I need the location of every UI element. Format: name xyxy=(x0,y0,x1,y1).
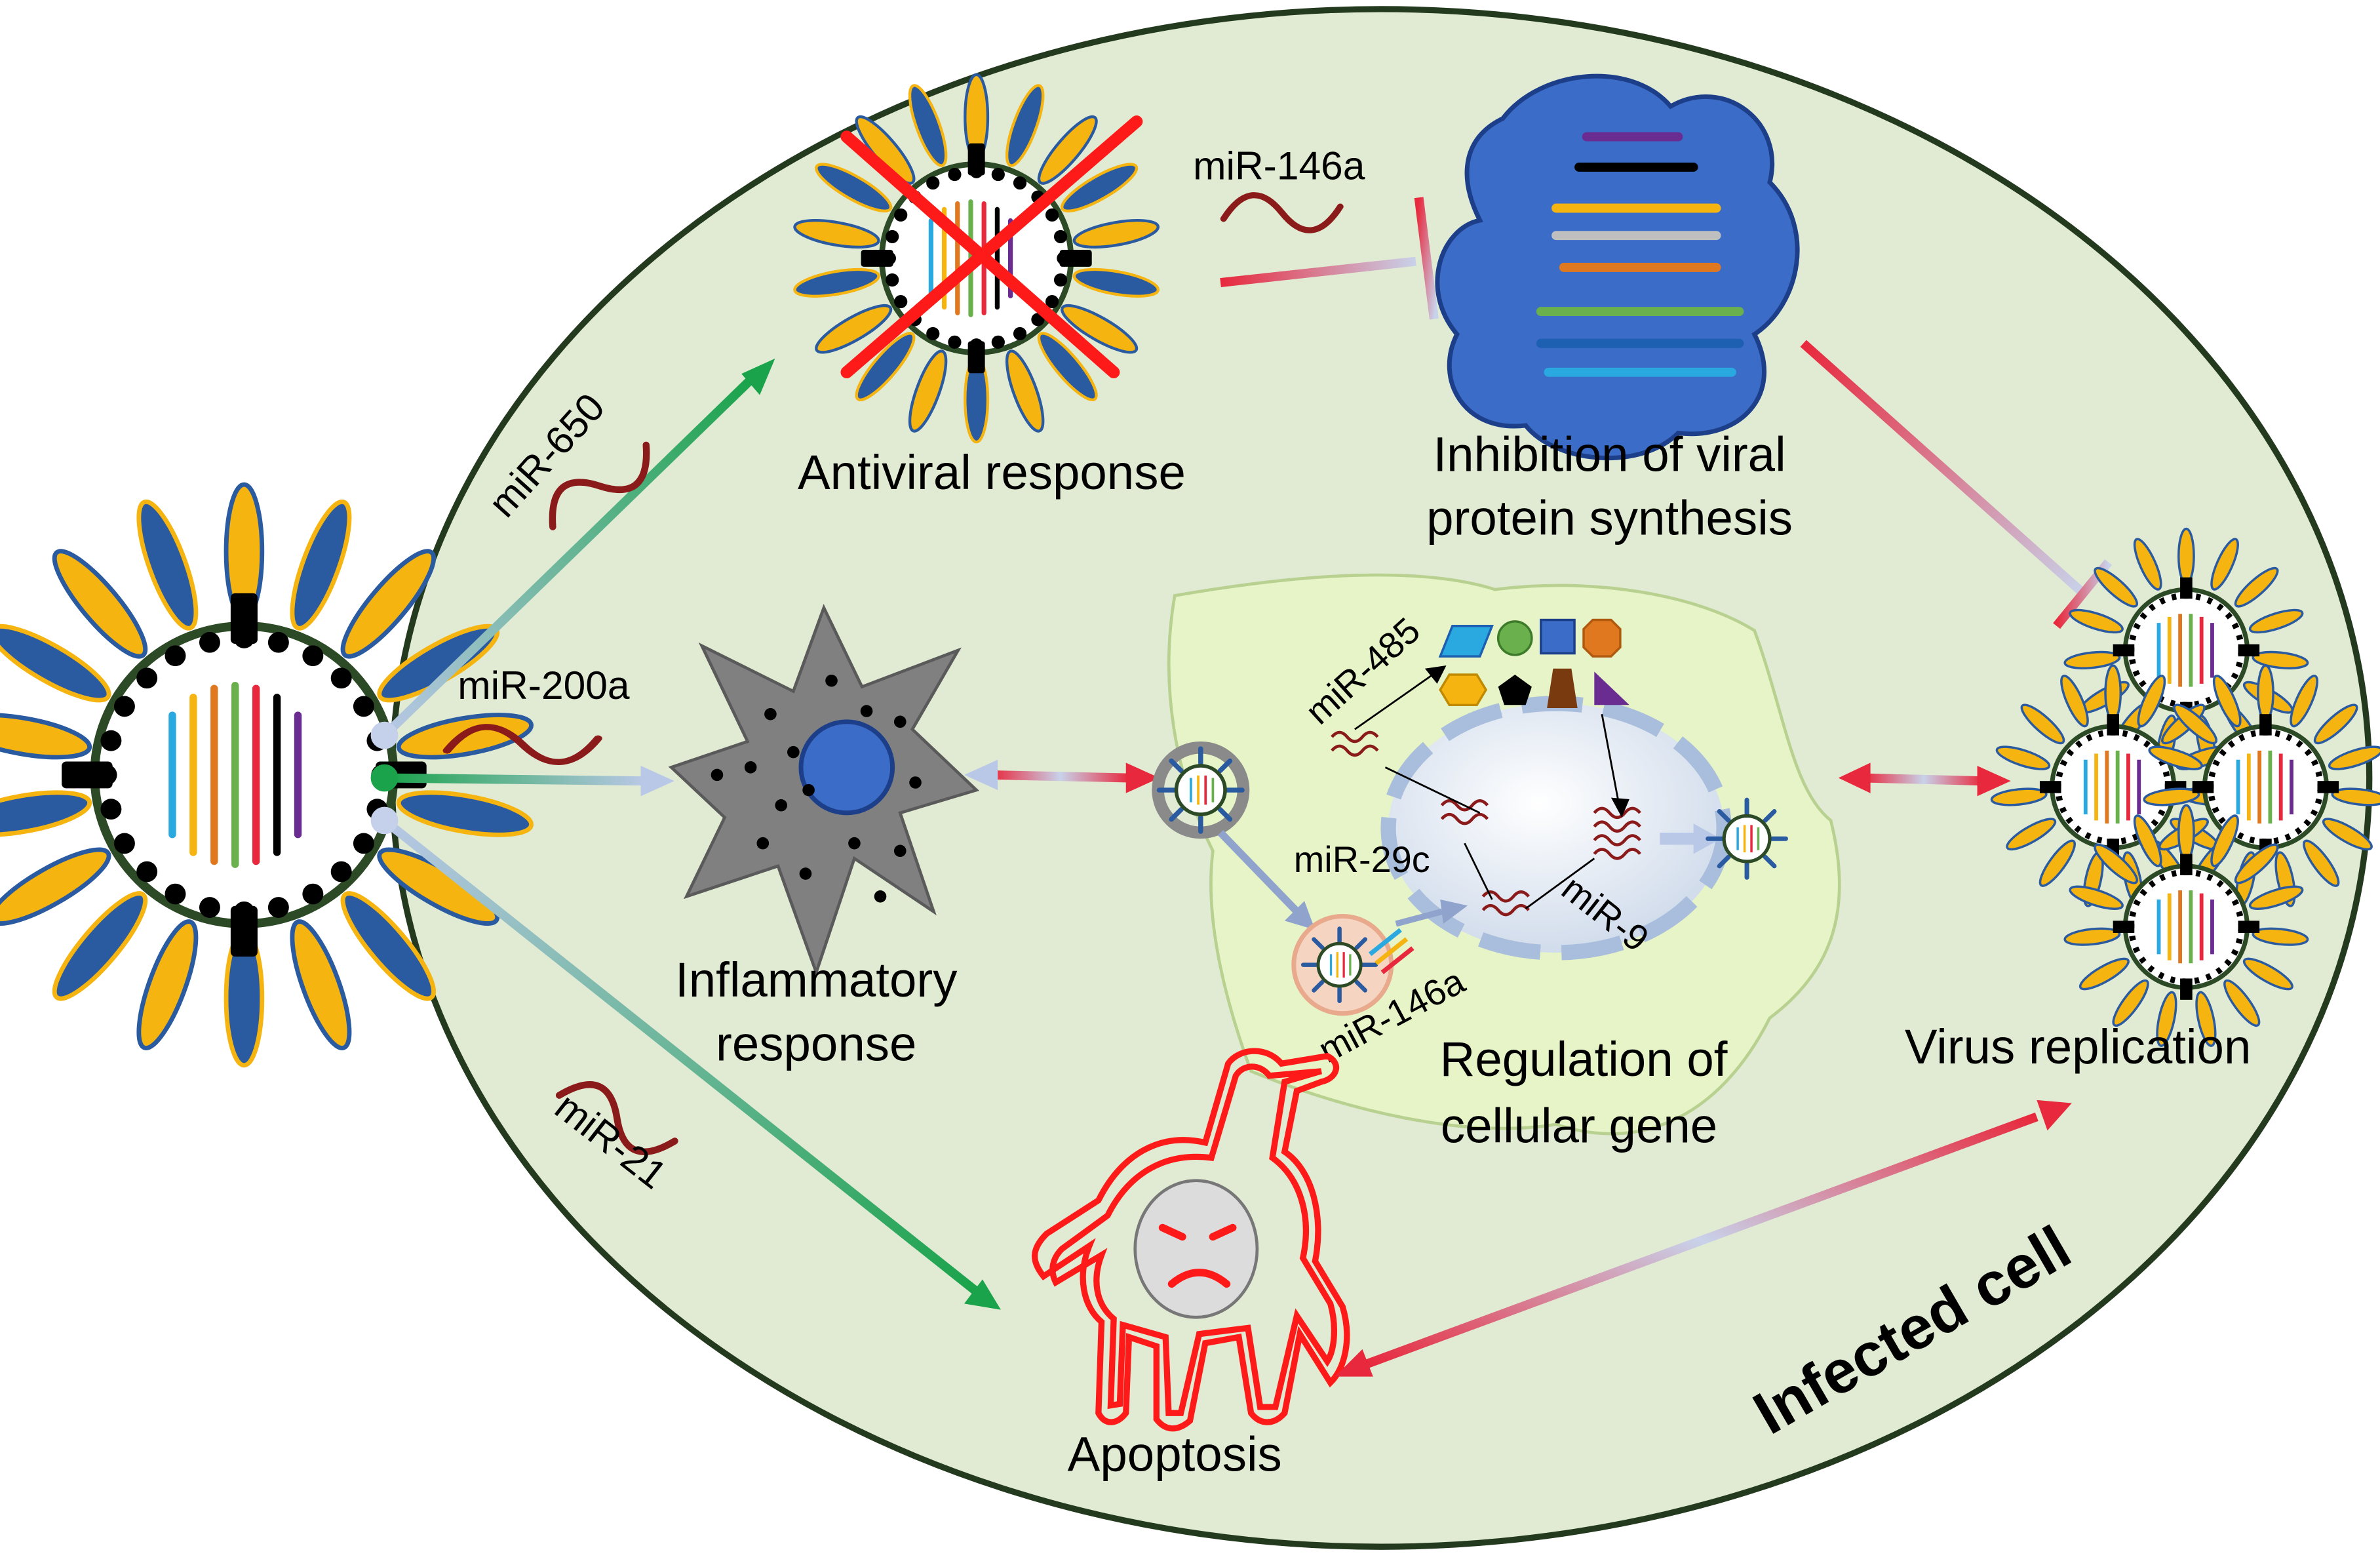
arrowhead-inflammatory xyxy=(640,766,674,797)
gene-products xyxy=(1438,618,1629,708)
label-inhibition-line2: protein synthesis xyxy=(1426,491,1793,545)
arrowhead-apoptosis xyxy=(964,1279,1001,1310)
bidirectional-arrow-1 xyxy=(964,759,1160,793)
label-inflammatory-line2: response xyxy=(716,1017,916,1071)
label-apoptosis: Apoptosis xyxy=(1068,1427,1282,1481)
sad-face-icon xyxy=(1133,1179,1259,1319)
label-inhibition-line1: Inhibition of viral xyxy=(1433,427,1785,482)
protein-bands xyxy=(1536,132,1744,377)
cross-mark-icon xyxy=(840,115,1143,379)
vesicle-virus xyxy=(1291,913,1414,1016)
label-regulation-line1: Regulation of xyxy=(1440,1032,1728,1086)
label-antiviral: Antiviral response xyxy=(798,445,1186,500)
entry-arrow xyxy=(1217,829,1308,922)
bidirectional-arrow-2 xyxy=(1838,763,2011,797)
label-inflammatory-line1: Inflammatory xyxy=(675,953,958,1007)
connector-lines xyxy=(1354,671,1622,909)
label-mir146a-top: miR-146a xyxy=(1193,144,1365,188)
bidirectional-arrow-3 xyxy=(1335,1099,2072,1377)
apoptotic-cell-icon xyxy=(1032,1048,1350,1432)
inflammatory-nucleus xyxy=(798,719,895,816)
label-regulation-line2: cellular gene xyxy=(1441,1099,1717,1153)
arrowhead-antiviral xyxy=(741,358,775,395)
inhibition-bar-1 xyxy=(1220,197,1439,320)
activation-arrows xyxy=(370,358,1001,1310)
inflammatory-granules xyxy=(711,674,922,903)
label-mir200a: miR-200a xyxy=(458,663,630,707)
progeny-virion xyxy=(1708,800,1786,877)
label-virus-replication: Virus replication xyxy=(1905,1020,2251,1074)
sad-face-features xyxy=(1158,1223,1237,1288)
label-mir29c: miR-29c xyxy=(1294,839,1430,880)
entering-endosome xyxy=(1152,741,1250,839)
